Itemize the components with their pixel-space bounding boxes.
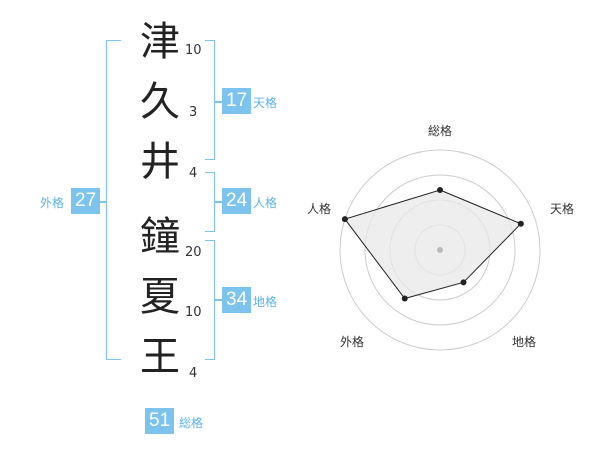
name-char-3: 井 — [140, 139, 180, 185]
radar-point-5 — [341, 216, 348, 223]
stroke-count-6: 4 — [189, 366, 198, 381]
jinkaku-label: 人格 — [253, 196, 278, 210]
radar-label-chikaku: 地格 — [512, 335, 537, 349]
radar-point-4 — [401, 295, 408, 302]
chikaku-bracket — [205, 240, 215, 360]
radar-center-dot — [437, 247, 443, 253]
radar-grid-ring-3 — [364, 174, 516, 326]
gaikaku-bracket — [106, 40, 121, 360]
gaikaku-label: 外格 — [40, 196, 65, 210]
stroke-count-1: 10 — [185, 43, 202, 58]
tenkaku-tick — [215, 101, 222, 103]
radar-grid-ring-4 — [339, 149, 541, 351]
radar-label-gaikaku: 外格 — [340, 335, 365, 349]
jinkaku-value-badge: 24 — [222, 188, 252, 214]
jinkaku-tick — [215, 201, 222, 203]
name-char-6: 王 — [140, 334, 180, 380]
chikaku-label: 地格 — [253, 295, 278, 309]
soukaku-label: 総格 — [179, 416, 204, 430]
name-char-5: 夏 — [140, 274, 180, 320]
tenkaku-bracket — [205, 40, 215, 160]
stroke-count-4: 20 — [185, 245, 202, 260]
radar-label-soukaku: 総格 — [428, 124, 453, 138]
soukaku-value-badge: 51 — [145, 408, 175, 434]
stroke-count-3: 4 — [189, 166, 198, 181]
gaikaku-value-badge: 27 — [71, 188, 101, 214]
chikaku-value-badge: 34 — [222, 287, 252, 313]
name-char-4: 鐘 — [140, 214, 180, 260]
radar-label-jinkaku: 人格 — [307, 202, 332, 216]
chikaku-tick — [215, 299, 222, 301]
name-char-1: 津 — [140, 19, 180, 65]
radar-point-2 — [517, 220, 524, 227]
radar-points — [341, 187, 524, 302]
radar-chart — [339, 149, 541, 351]
radar-polygon — [344, 189, 522, 300]
radar-point-3 — [460, 279, 467, 286]
radar-label-tenkaku: 天格 — [550, 202, 575, 216]
radar-point-1 — [437, 187, 443, 193]
stroke-count-2: 3 — [189, 105, 198, 120]
stroke-count-5: 10 — [185, 305, 202, 320]
name-char-2: 久 — [140, 79, 180, 125]
tenkaku-value-badge: 17 — [222, 88, 252, 114]
gaikaku-tick — [96, 201, 106, 203]
tenkaku-label: 天格 — [253, 96, 278, 110]
jinkaku-bracket — [205, 172, 215, 232]
